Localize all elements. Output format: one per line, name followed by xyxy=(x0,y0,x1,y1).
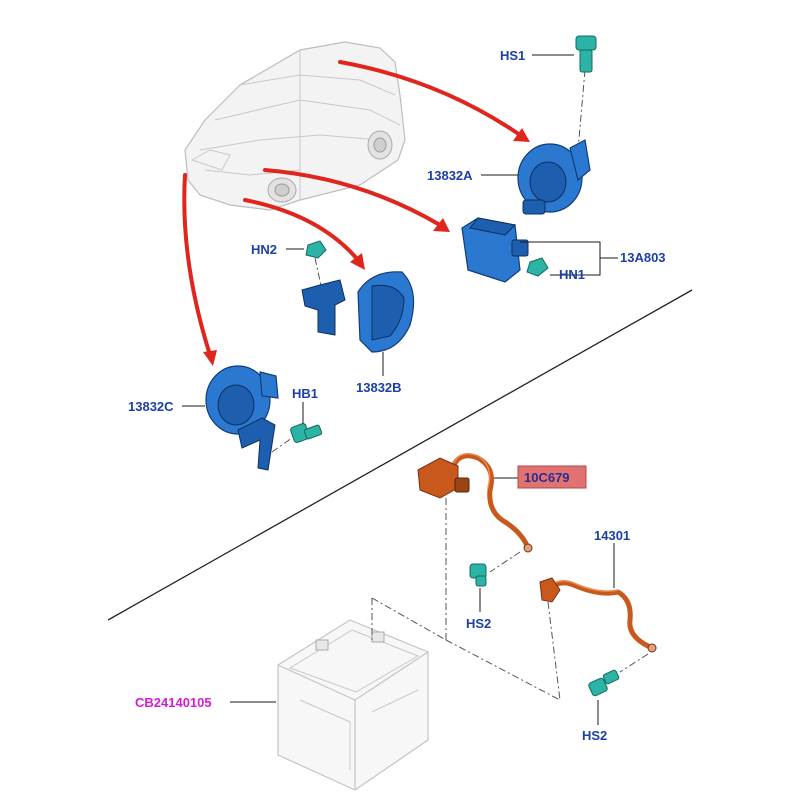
highlight-box-10c679 xyxy=(517,465,587,489)
hb1-bolt xyxy=(271,423,323,453)
battery-dash-links xyxy=(371,597,561,701)
dash-line-hs2-left xyxy=(489,551,521,573)
dash-line-hs2-right xyxy=(619,653,649,673)
hs2-bolt-left xyxy=(469,563,487,612)
label-hs2-left: HS2 xyxy=(466,616,491,631)
horn-13832a xyxy=(517,139,591,215)
hn1-nut xyxy=(526,257,549,277)
label-hn2: HN2 xyxy=(251,242,277,257)
label-cb24140105: CB24140105 xyxy=(135,695,212,710)
horn-13832c xyxy=(205,365,279,471)
label-hs2-right: HS2 xyxy=(582,728,607,743)
cable-14301 xyxy=(539,577,657,653)
label-hn1: HN1 xyxy=(559,267,585,282)
battery-illustration xyxy=(277,619,429,791)
hs2-bolt-right xyxy=(588,669,620,725)
location-arrows xyxy=(182,60,530,366)
hs1-bolt xyxy=(575,35,597,151)
leader-13a803 xyxy=(520,241,618,276)
module-13a803 xyxy=(461,217,529,283)
section-divider xyxy=(107,289,693,621)
label-hs1: HS1 xyxy=(500,48,525,63)
vehicle-illustration xyxy=(184,41,406,211)
label-10c679: 10C679 xyxy=(524,470,570,485)
label-13a803: 13A803 xyxy=(620,250,666,265)
label-hb1: HB1 xyxy=(292,386,318,401)
label-14301: 14301 xyxy=(594,528,630,543)
dash-line-14301 xyxy=(547,601,561,701)
horn-13832b xyxy=(301,271,415,353)
hn2-nut xyxy=(305,240,327,291)
label-13832a: 13832A xyxy=(427,168,473,183)
label-13832c: 13832C xyxy=(128,399,174,414)
cable-10c679 xyxy=(417,453,533,553)
label-13832b: 13832B xyxy=(356,380,402,395)
